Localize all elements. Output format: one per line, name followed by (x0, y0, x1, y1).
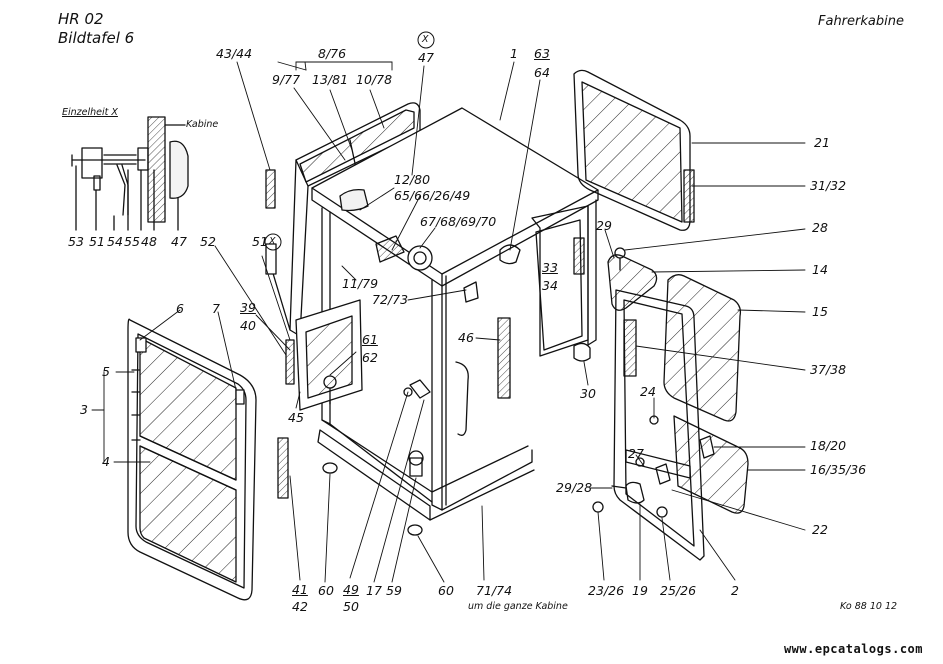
part-label: 60 (438, 583, 454, 598)
part-label: 39 (240, 300, 256, 315)
detail-marker-circle-51 (265, 234, 281, 250)
part-label: 60 (318, 583, 334, 598)
cab-body-drawing (266, 108, 598, 535)
part-label: 42 (292, 599, 308, 614)
part-label: 22 (812, 522, 828, 537)
part-label: 24 (640, 384, 656, 399)
part-label: 72/73 (372, 292, 409, 307)
detail-part-label: 54 (107, 234, 123, 249)
footer-ref: Ko 88 10 12 (840, 601, 898, 612)
part-label: 29/28 (556, 480, 593, 495)
part-label: 30 (580, 386, 596, 401)
detail-part-label: 47 (171, 234, 187, 249)
part-label: 46 (458, 330, 474, 345)
part-label: 13/81 (312, 72, 349, 87)
part-label: 33 (542, 260, 558, 275)
part-label: 14 (812, 262, 828, 277)
part-label: 5 (102, 364, 110, 379)
part-label: 62 (362, 350, 378, 365)
part-label: 28 (812, 220, 828, 235)
part-label: 2 (731, 583, 739, 598)
part-label: 23/26 (588, 583, 625, 598)
part-label: 21 (814, 135, 830, 150)
around-cab-note: um die ganze Kabine (468, 601, 568, 612)
part-label: 18/20 (810, 438, 847, 453)
detail-part-label: 51 (89, 234, 105, 249)
part-label: 67/68/69/70 (420, 214, 497, 229)
part-label: 29 (596, 218, 612, 233)
part-label: 16/35/36 (810, 462, 867, 477)
detail-part-label: 55 (124, 234, 140, 249)
detail-marker-x: X (422, 34, 429, 45)
detail-x-title: Einzelheit X (62, 107, 118, 118)
part-label: 65/66/26/49 (394, 188, 471, 203)
part-label: 47 (418, 50, 434, 65)
part-label: 25/26 (660, 583, 697, 598)
part-label: 19 (632, 583, 648, 598)
part-label: 40 (240, 318, 256, 333)
part-label: 49 (343, 582, 359, 597)
rear-window-frame-drawing (266, 103, 420, 336)
part-label: 4 (102, 454, 110, 469)
plate-number: Bildtafel 6 (58, 29, 135, 47)
left-door-drawing (128, 319, 288, 600)
detail-marker-circle (418, 32, 434, 48)
detail-part-label: 53 (68, 234, 84, 249)
part-label: 50 (343, 599, 359, 614)
part-label: 45 (288, 410, 304, 425)
part-label: 59 (386, 583, 402, 598)
part-label: 8/76 (318, 46, 347, 61)
part-label: 27 (628, 446, 644, 461)
part-label: 3 (80, 402, 88, 417)
right-side-panels-drawing (574, 70, 748, 560)
part-label: 17 (366, 583, 382, 598)
detail-part-label: 48 (141, 234, 157, 249)
part-label: 51 (252, 234, 268, 249)
part-label: 34 (542, 278, 558, 293)
part-label: 9/77 (272, 72, 301, 87)
watermark[interactable]: www.epcatalogs.com (783, 642, 923, 656)
detail-marker-x-small: X (269, 236, 276, 247)
part-label: 10/78 (356, 72, 393, 87)
part-label: 43/44 (216, 46, 253, 61)
part-label: 31/32 (810, 178, 847, 193)
part-label: 7 (212, 301, 220, 316)
part-label: 11/79 (342, 276, 379, 291)
part-label: 15 (812, 304, 828, 319)
doc-code: HR 02 (58, 10, 104, 28)
page-title: Fahrerkabine (818, 14, 904, 29)
part-label: 1 (510, 46, 518, 61)
detail-kabine-label: Kabine (186, 119, 219, 130)
part-label: 12/80 (394, 172, 431, 187)
part-label: 64 (534, 65, 550, 80)
part-label: 63 (534, 46, 550, 61)
part-label: 52 (200, 234, 216, 249)
part-label: 6 (176, 301, 184, 316)
part-label: 71/74 (476, 583, 513, 598)
detail-x-drawing (72, 117, 188, 230)
part-label: 61 (362, 332, 378, 347)
leader-lines (92, 62, 805, 582)
part-label: 41 (292, 582, 308, 597)
part-label: 37/38 (810, 362, 847, 377)
